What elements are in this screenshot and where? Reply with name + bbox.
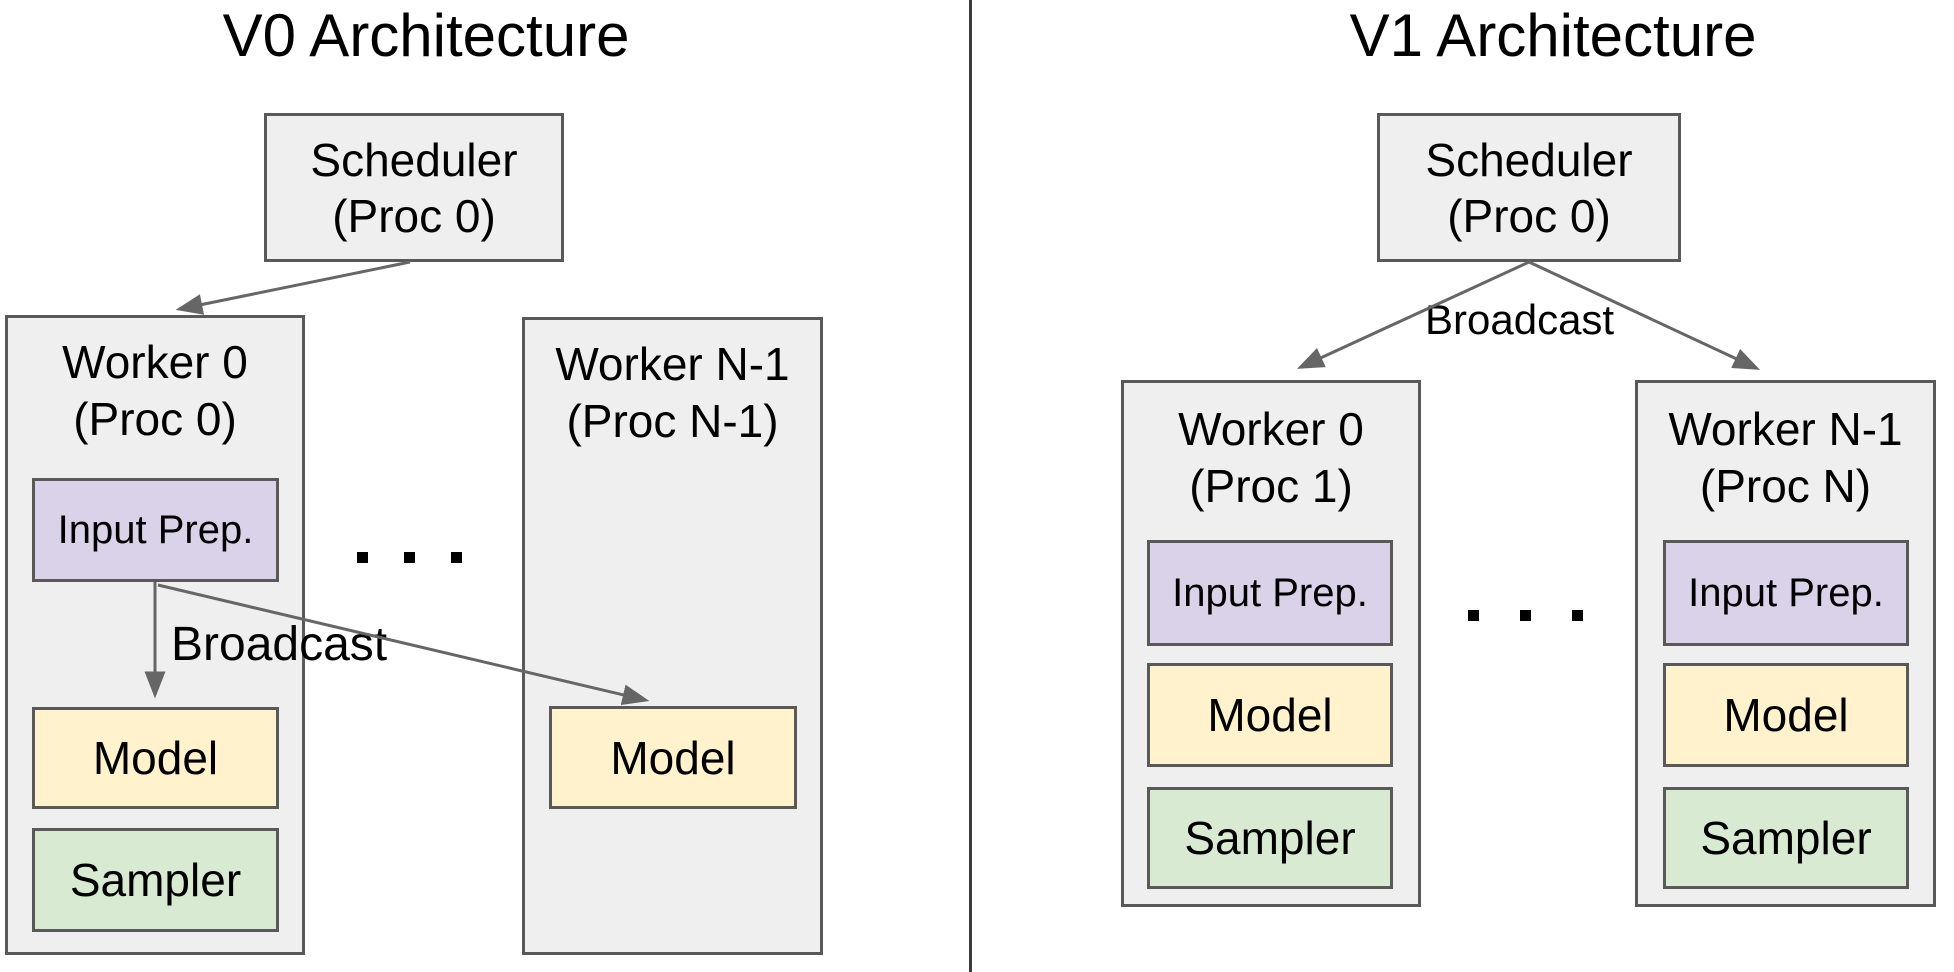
worker-title-line1: Worker 0 [62,336,248,388]
ellipsis [1468,610,1583,621]
sampler-block: Sampler [32,828,279,932]
ellipsis-dot [404,552,415,563]
ellipsis-dot [451,552,462,563]
broadcast-label: Broadcast [1425,296,1615,343]
worker-title-line2: (Proc 1) [1189,460,1353,512]
scheduler-label-line2: (Proc 0) [1447,189,1611,242]
v0-scheduler-box: Scheduler (Proc 0) [264,113,564,262]
worker-title-line1: Worker 0 [1178,403,1364,455]
ellipsis-dot [1468,610,1479,621]
ellipsis [357,552,462,563]
model-block: Model [549,706,797,809]
worker-title: Worker 0 (Proc 1) [1124,383,1418,515]
sampler-block: Sampler [1663,787,1909,889]
worker-title-line1: Worker N-1 [1668,403,1903,455]
panel-divider [969,0,972,972]
v1-scheduler-box: Scheduler (Proc 0) [1377,113,1681,262]
worker-title: Worker 0 (Proc 0) [8,318,302,448]
model-block: Model [1663,663,1909,767]
worker-title: Worker N-1 (Proc N) [1638,383,1933,515]
worker-title-line2: (Proc 0) [73,393,237,445]
ellipsis-dot [1572,610,1583,621]
worker-title-line2: (Proc N-1) [566,395,779,447]
input-prep-block: Input Prep. [1147,540,1393,646]
broadcast-label: Broadcast [171,618,388,671]
ellipsis-dot [1520,610,1531,621]
scheduler-label-line1: Scheduler [310,133,518,186]
model-block: Model [32,707,279,809]
scheduler-label-line2: (Proc 0) [332,189,496,242]
worker-title: Worker N-1 (Proc N-1) [525,320,820,450]
ellipsis-dot [357,552,368,563]
arrow-v0-scheduler-to-worker0 [175,260,411,315]
v0-title: V0 Architecture [222,2,630,69]
v0-workerN-box: Worker N-1 (Proc N-1) [522,317,823,955]
worker-title-line1: Worker N-1 [555,338,790,390]
worker-title-line2: (Proc N) [1699,460,1872,512]
model-block: Model [1147,663,1393,767]
scheduler-label-line1: Scheduler [1425,133,1633,186]
v1-title: V1 Architecture [1349,2,1757,69]
input-prep-block: Input Prep. [1663,540,1909,646]
sampler-block: Sampler [1147,787,1393,889]
input-prep-block: Input Prep. [32,478,279,582]
